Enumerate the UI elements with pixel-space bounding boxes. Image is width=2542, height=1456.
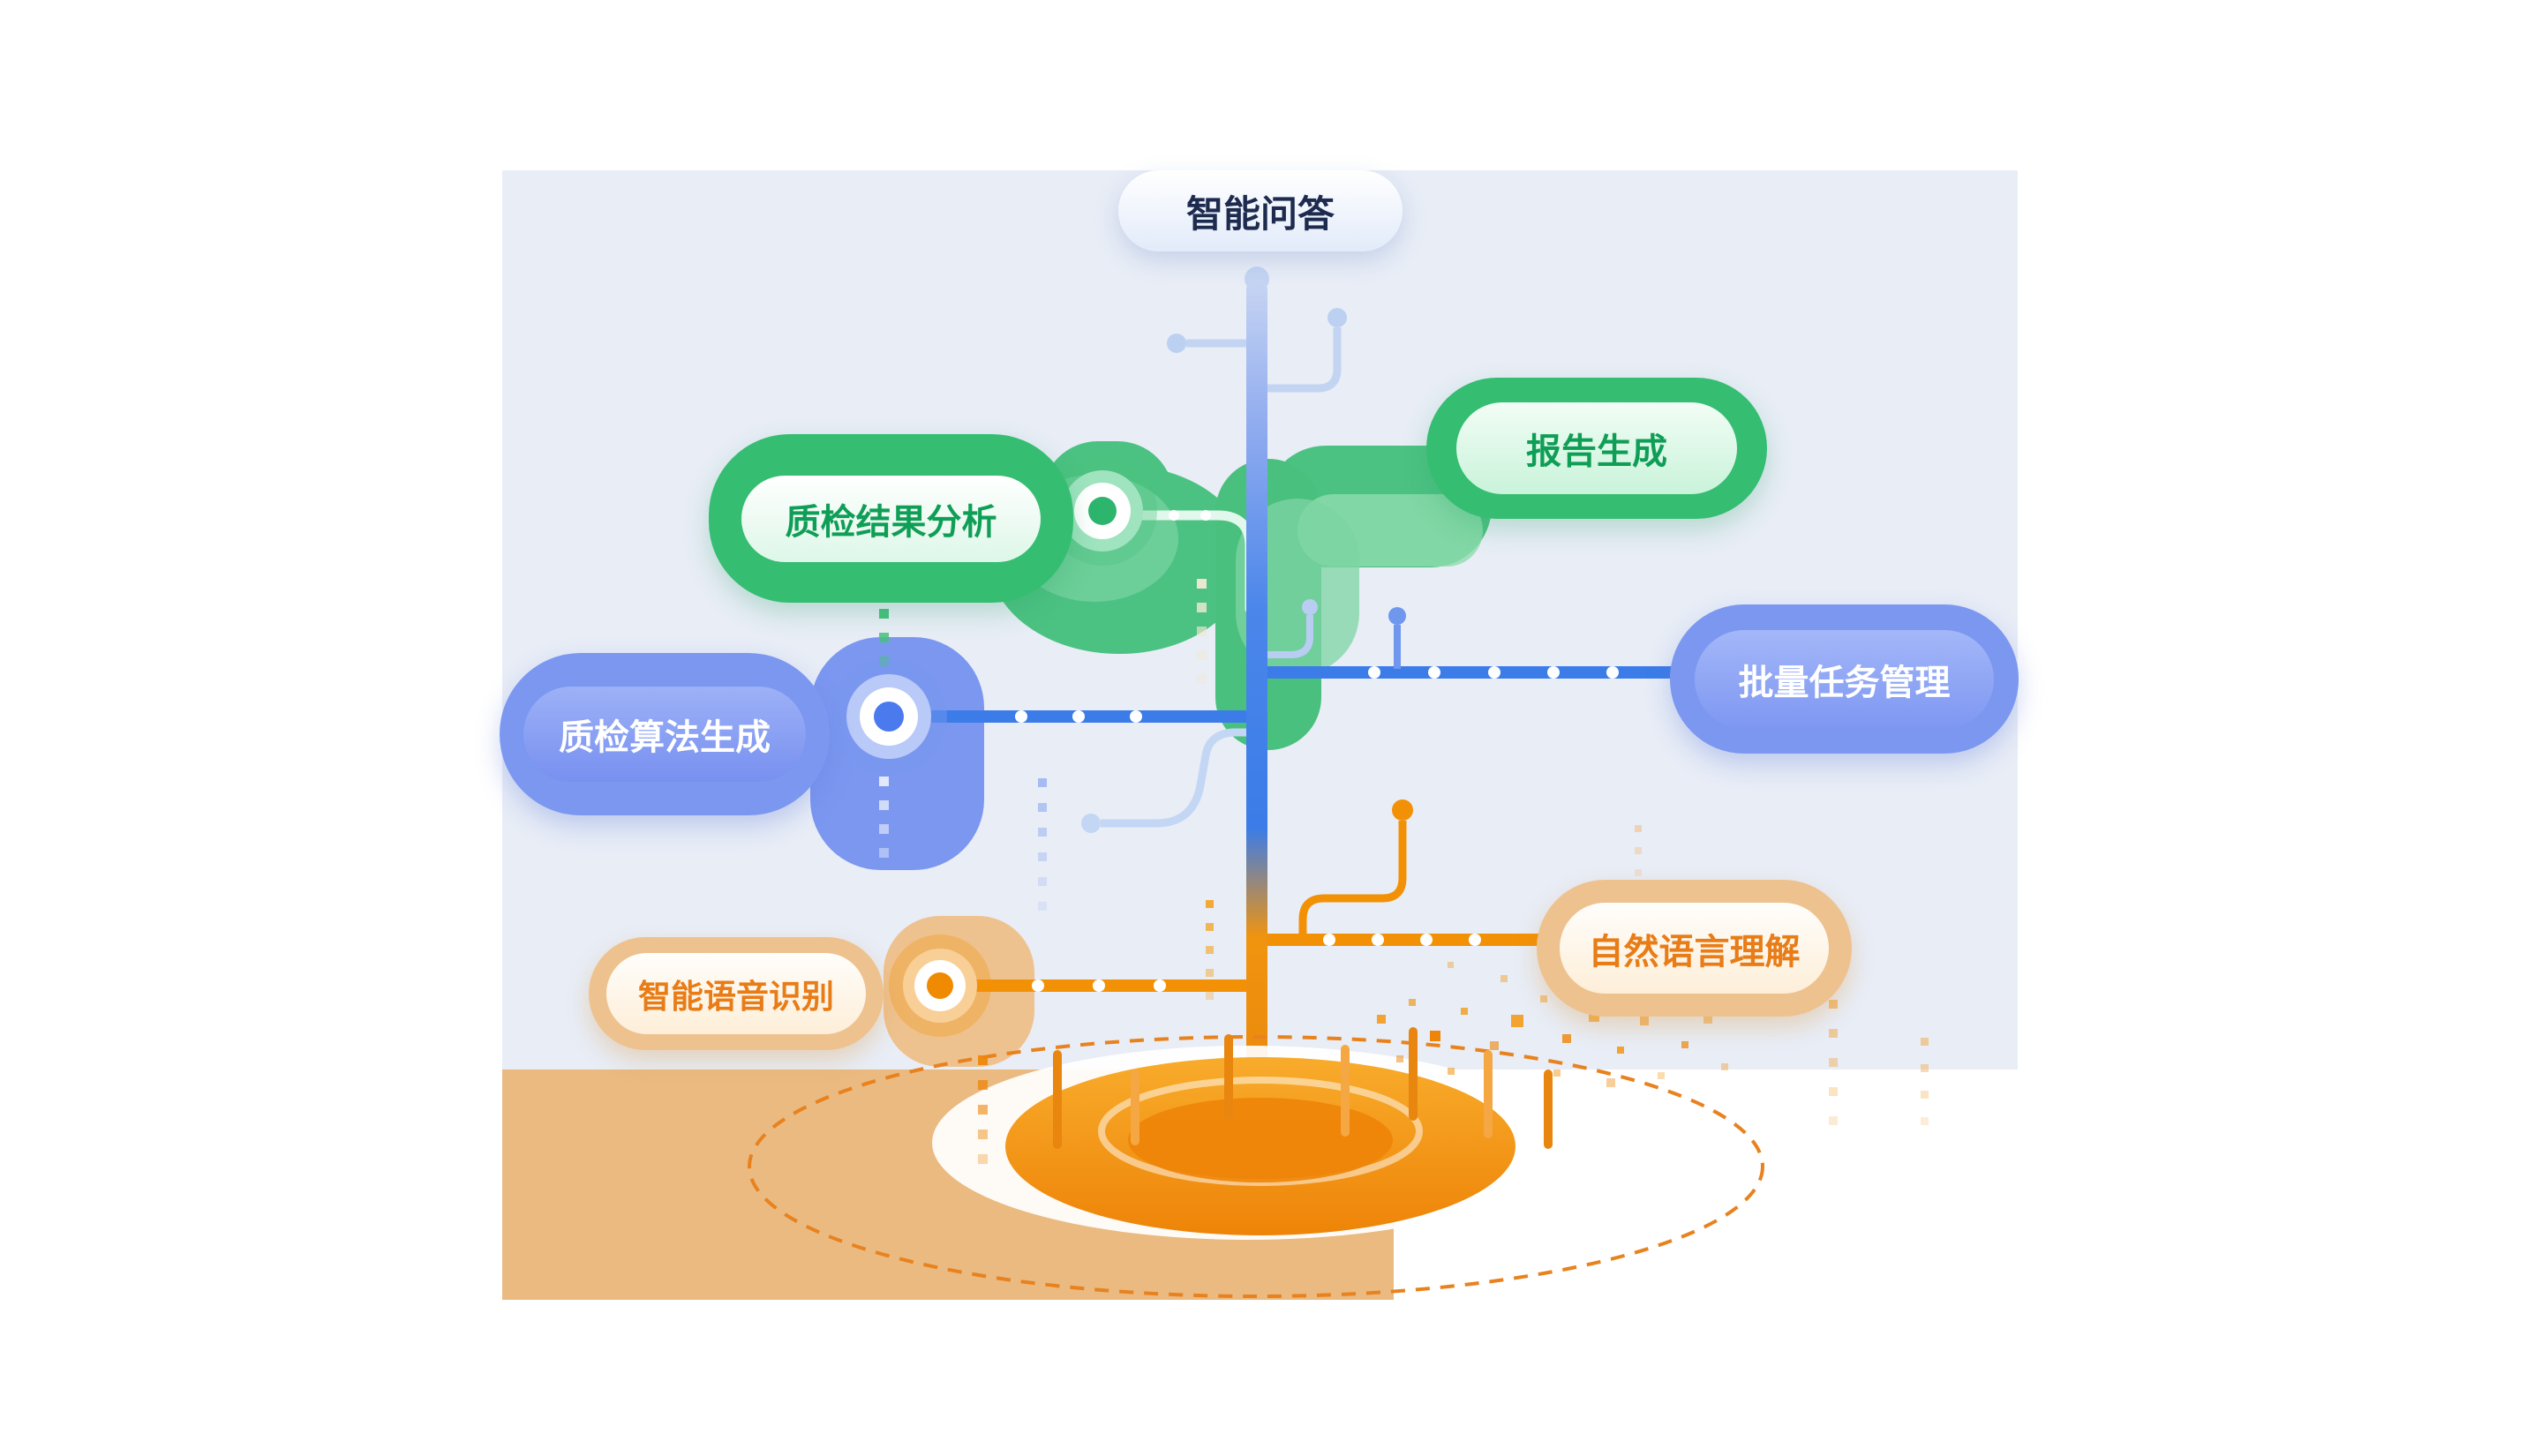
node-report-generation-label: 报告生成: [1526, 432, 1667, 471]
node-natural-language-understanding-inner: 自然语言理解: [1560, 903, 1829, 994]
ring-icon-orange: [889, 934, 991, 1037]
base-ellipses: [748, 1027, 1764, 1298]
node-inspection-algorithm-generation: 质检算法生成: [500, 653, 830, 815]
node-inspection-result-analysis: 质检结果分析: [709, 434, 1073, 603]
ring-icon-green: [1048, 456, 1157, 566]
node-intelligent-speech-recognition-label: 智能语音识别: [638, 979, 834, 1015]
node-inspection-algorithm-generation-label: 质检算法生成: [559, 718, 771, 757]
confetti-dots: [1377, 962, 1737, 1087]
node-batch-task-management-label: 批量任务管理: [1738, 663, 1951, 702]
node-intelligent-speech-recognition: 智能语音识别: [589, 937, 884, 1050]
node-intelligent-speech-recognition-inner: 智能语音识别: [606, 953, 866, 1034]
top-circuit: [1167, 266, 1347, 393]
node-inspection-algorithm-generation-inner: 质检算法生成: [523, 687, 806, 782]
node-natural-language-understanding: 自然语言理解: [1537, 880, 1852, 1017]
node-report-generation: 报告生成: [1426, 378, 1767, 519]
node-intelligent-qa: 智能问答: [1118, 170, 1403, 251]
node-natural-language-understanding-label: 自然语言理解: [1588, 932, 1801, 972]
ring-icon-blue: [831, 658, 947, 775]
base-pillars: [1053, 1027, 1553, 1149]
node-intelligent-qa-label: 智能问答: [1185, 192, 1335, 235]
node-inspection-result-analysis-label: 质检结果分析: [785, 502, 997, 542]
node-batch-task-management: 批量任务管理: [1670, 604, 2019, 754]
node-batch-task-management-inner: 批量任务管理: [1695, 629, 1994, 729]
node-inspection-result-analysis-inner: 质检结果分析: [741, 475, 1041, 562]
node-report-generation-inner: 报告生成: [1456, 402, 1737, 494]
